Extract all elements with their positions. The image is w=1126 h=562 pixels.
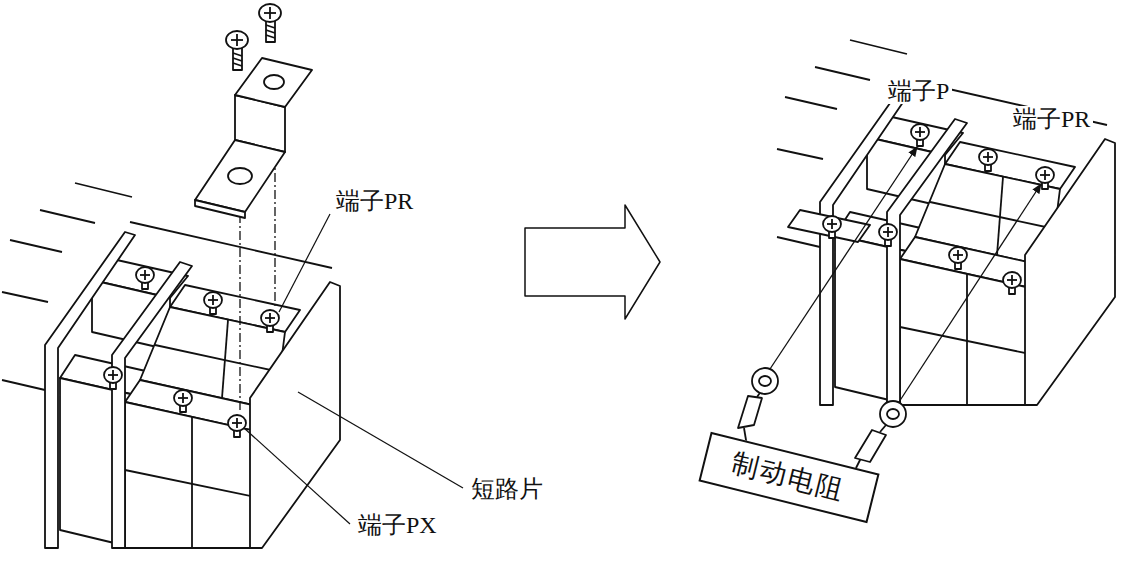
- terminal-block: [777, 40, 1115, 405]
- resistor-box: 制动电阻: [698, 432, 879, 524]
- connection-arrow: [770, 147, 917, 369]
- terminal-label: 端子P: [885, 78, 952, 104]
- short-bar: [195, 58, 312, 218]
- terminal-label: 端子PR: [1010, 106, 1093, 132]
- leader-line: [298, 392, 463, 488]
- terminal-label: 端子PX: [355, 512, 440, 538]
- node-text: 制动电阻: [728, 446, 851, 509]
- terminal-block: [2, 183, 340, 548]
- terminal-label: 短路片: [468, 476, 546, 502]
- leader-line: [244, 428, 350, 524]
- terminal-label: 端子PR: [333, 188, 416, 214]
- terminal-screw: [823, 216, 841, 238]
- connection-arrow: [899, 184, 1041, 402]
- screw: [226, 4, 281, 70]
- process-arrow: [525, 205, 660, 319]
- leader-line: [279, 214, 330, 312]
